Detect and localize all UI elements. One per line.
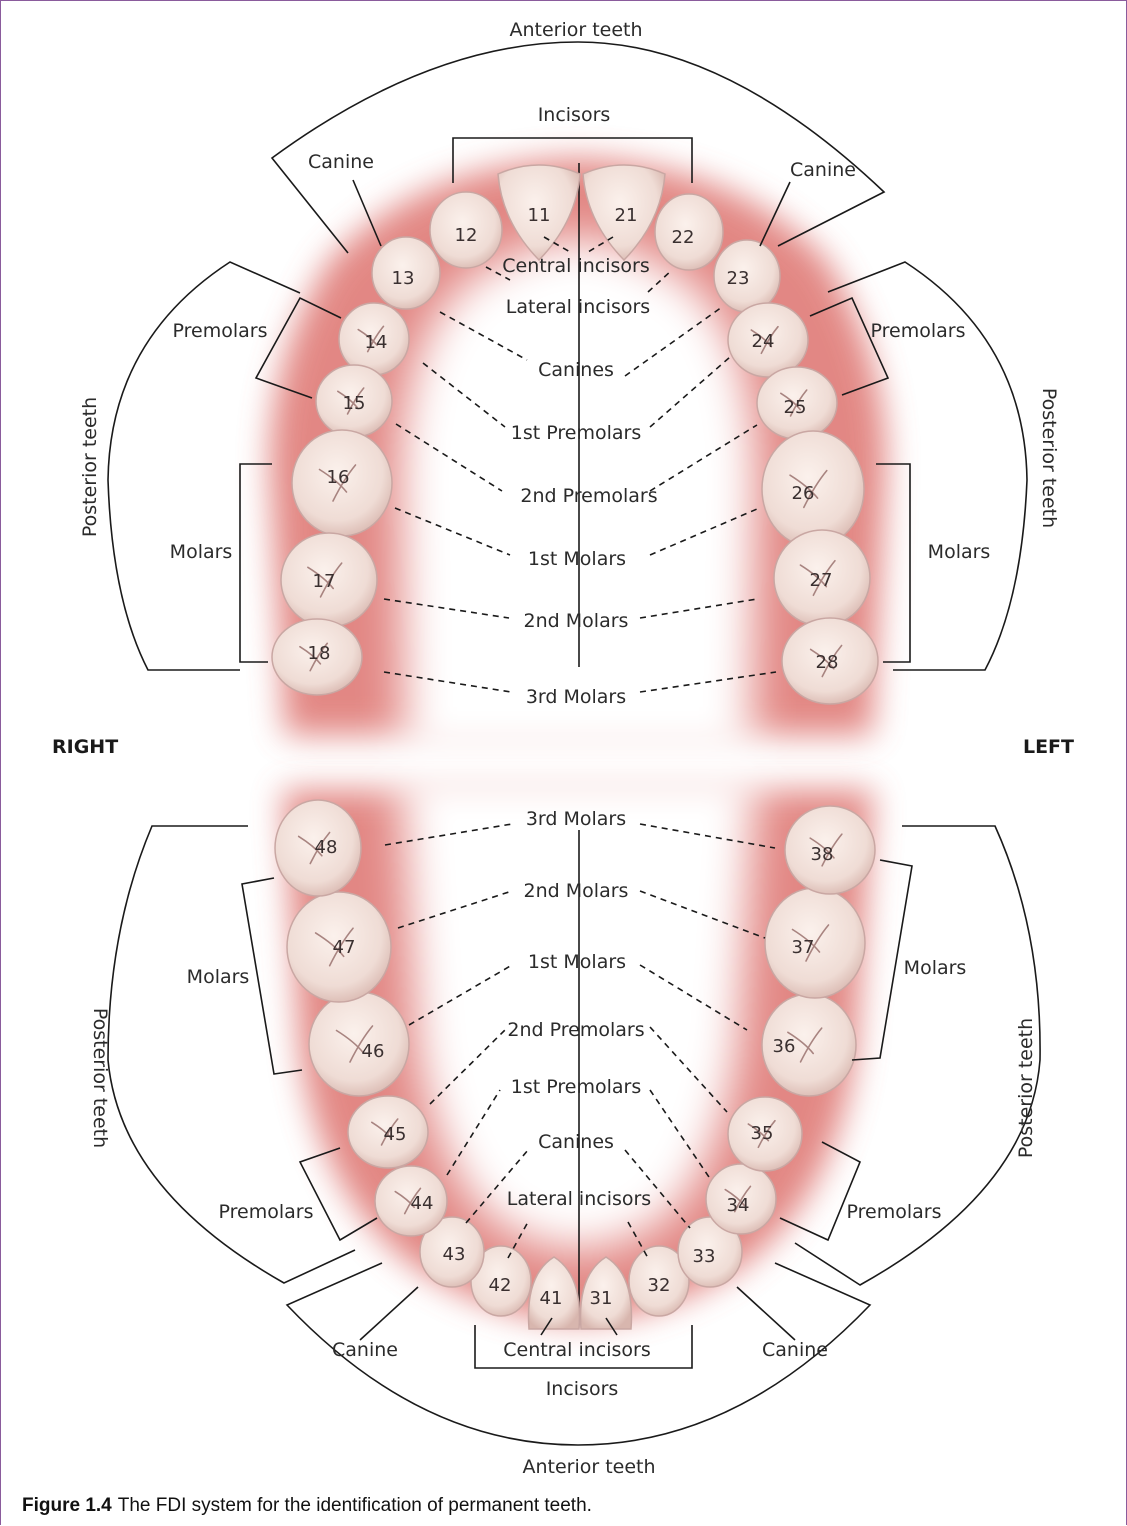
- label-left: LEFT: [1023, 736, 1074, 758]
- tooth-27: 27: [774, 530, 870, 626]
- center-label-first-premolars: 1st Premolars: [511, 422, 641, 444]
- tooth-number: 35: [751, 1123, 774, 1144]
- tooth-number: 31: [590, 1288, 613, 1309]
- tooth-46: 46: [309, 992, 409, 1096]
- tooth-number: 17: [313, 571, 336, 592]
- label-molars-upper-left: Molars: [928, 541, 991, 563]
- center-label-canines: Canines: [538, 1131, 614, 1153]
- tooth-28: 28: [782, 618, 878, 704]
- center-label-lateral-incisors: Lateral incisors: [507, 1188, 651, 1210]
- tooth-number: 41: [540, 1288, 563, 1309]
- tooth-number: 47: [333, 937, 356, 958]
- tooth-16: 16: [292, 430, 392, 536]
- tooth-47: 47: [287, 892, 391, 1002]
- center-label-first-molars: 1st Molars: [528, 548, 626, 570]
- fdi-dental-chart: 11 12 13 14 15 16 17 18 21 22 23 24 25 26 27 28 31 32 33 34…: [0, 0, 1127, 1495]
- tooth-number: 33: [693, 1246, 716, 1267]
- tooth-14: 14: [339, 303, 409, 375]
- tooth-15: 15: [316, 365, 392, 437]
- tooth-35: 35: [728, 1097, 802, 1171]
- label-incisors-top: Incisors: [538, 104, 611, 126]
- tooth-number: 11: [528, 205, 551, 226]
- label-canine-lower-left: Canine: [762, 1339, 828, 1361]
- label-premolars-upper-right: Premolars: [173, 320, 268, 342]
- label-anterior-teeth-top: Anterior teeth: [509, 19, 642, 41]
- label-molars-lower-right: Molars: [187, 966, 250, 988]
- center-label-second-premolars: 2nd Premolars: [507, 1019, 644, 1041]
- tooth-number: 13: [392, 268, 415, 289]
- center-label-lateral-incisors: Lateral incisors: [506, 296, 650, 318]
- tooth-18: 18: [272, 619, 362, 695]
- label-posterior-teeth-lower-right: Posterior teeth: [89, 1008, 111, 1148]
- caption-figure-label: Figure 1.4: [22, 1495, 112, 1516]
- label-premolars-lower-right: Premolars: [219, 1201, 314, 1223]
- tooth-number: 42: [489, 1275, 512, 1296]
- center-label-third-molars: 3rd Molars: [526, 808, 626, 830]
- tooth-number: 38: [811, 844, 834, 865]
- center-label-central-incisors: Central incisors: [502, 255, 650, 277]
- label-molars-lower-left: Molars: [904, 957, 967, 979]
- tooth-number: 44: [411, 1193, 434, 1214]
- label-canine-lower-right: Canine: [332, 1339, 398, 1361]
- label-premolars-upper-left: Premolars: [871, 320, 966, 342]
- tooth-13: 13: [372, 237, 440, 309]
- tooth-number: 22: [672, 227, 695, 248]
- label-central-incisors-lower: Central incisors: [503, 1339, 651, 1361]
- tooth-number: 48: [315, 837, 338, 858]
- center-label-second-molars: 2nd Molars: [524, 610, 629, 632]
- label-premolars-lower-left: Premolars: [847, 1201, 942, 1223]
- tooth-number: 36: [773, 1036, 796, 1057]
- tooth-number: 15: [343, 393, 366, 414]
- label-anterior-teeth-bottom: Anterior teeth: [522, 1456, 655, 1478]
- tooth-number: 32: [648, 1275, 671, 1296]
- label-posterior-teeth-upper-right: Posterior teeth: [79, 397, 101, 537]
- tooth-12: 12: [430, 192, 502, 268]
- label-incisors-bottom: Incisors: [546, 1378, 619, 1400]
- label-posterior-teeth-upper-left: Posterior teeth: [1038, 388, 1060, 528]
- center-label-second-molars: 2nd Molars: [524, 880, 629, 902]
- tooth-number: 18: [308, 643, 331, 664]
- center-label-second-premolars: 2nd Premolars: [520, 485, 657, 507]
- center-label-third-molars: 3rd Molars: [526, 686, 626, 708]
- tooth-number: 23: [727, 268, 750, 289]
- tooth-25: 25: [757, 367, 837, 439]
- tooth-number: 37: [792, 937, 815, 958]
- tooth-24: 24: [728, 303, 808, 377]
- tooth-number: 45: [384, 1124, 407, 1145]
- center-label-first-molars: 1st Molars: [528, 951, 626, 973]
- tooth-number: 16: [327, 467, 350, 488]
- tooth-number: 25: [784, 397, 807, 418]
- tooth-17: 17: [281, 533, 377, 627]
- tooth-number: 26: [792, 483, 815, 504]
- tooth-36: 36: [762, 994, 856, 1096]
- center-label-canines: Canines: [538, 359, 614, 381]
- tooth-number: 28: [816, 652, 839, 673]
- tooth-number: 14: [365, 332, 388, 353]
- tooth-number: 12: [455, 225, 478, 246]
- figure-caption: Figure 1.4 The FDI system for the identif…: [22, 1495, 592, 1517]
- tooth-number: 46: [362, 1041, 385, 1062]
- tooth-number: 24: [752, 331, 775, 352]
- tooth-23: 23: [714, 240, 780, 312]
- label-canine-upper-left: Canine: [790, 159, 856, 181]
- tooth-number: 21: [615, 205, 638, 226]
- tooth-number: 27: [810, 570, 833, 591]
- tooth-44: 44: [375, 1166, 447, 1236]
- tooth-38: 38: [785, 806, 875, 894]
- tooth-37: 37: [765, 888, 865, 998]
- label-right: RIGHT: [52, 736, 118, 758]
- tooth-number: 34: [727, 1195, 750, 1216]
- caption-text: The FDI system for the identification of…: [118, 1495, 592, 1516]
- tooth-48: 48: [275, 800, 361, 896]
- tooth-34: 34: [706, 1164, 776, 1234]
- label-molars-upper-right: Molars: [170, 541, 233, 563]
- center-label-first-premolars: 1st Premolars: [511, 1076, 641, 1098]
- tooth-45: 45: [348, 1096, 428, 1168]
- tooth-26: 26: [762, 431, 864, 547]
- tooth-number: 43: [443, 1244, 466, 1265]
- label-posterior-teeth-lower-left: Posterior teeth: [1015, 1018, 1037, 1158]
- tooth-22: 22: [655, 194, 723, 270]
- label-canine-upper-right: Canine: [308, 151, 374, 173]
